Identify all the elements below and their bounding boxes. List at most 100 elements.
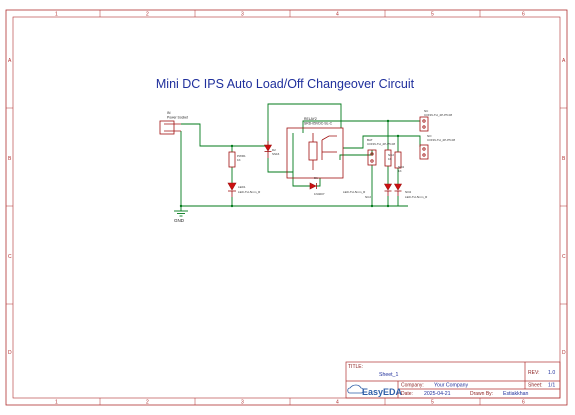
col-tick-4: 4	[336, 12, 339, 18]
relay-coil-icon	[308, 141, 318, 161]
wire-d2-bottom	[267, 158, 321, 187]
led1: LED1 LED-TH-5mm_R	[227, 182, 261, 197]
junction	[230, 144, 234, 148]
date-value: 2025-04-21	[424, 391, 451, 397]
pwr1-ref: PWR1	[237, 154, 246, 158]
col-tick-1: 1	[55, 12, 58, 18]
date-label: Date:	[401, 391, 413, 397]
row-ticks	[6, 107, 567, 305]
sheet-frame: 1 2 3 4 5 6 1 2 3 4 5 6 A B C D A B C D	[5, 9, 568, 406]
nc2-resistor-body	[384, 149, 392, 167]
power-socket-body	[159, 120, 175, 135]
row-tick-c: C	[8, 254, 12, 260]
led1-value: LED-TH-5mm_R	[238, 190, 261, 194]
nc2-resistor-ref: NC2	[388, 153, 394, 157]
no2-led-value: LED-TH-5mm_R	[405, 195, 428, 199]
col-tick-5: 5	[431, 12, 434, 18]
sheet-value: 1/1	[548, 383, 555, 389]
col-tick-6-bottom: 6	[522, 400, 525, 406]
nc2-resistor-value: 1K	[388, 157, 392, 161]
power-socket-ref: IN	[167, 111, 171, 115]
no-ref: NO	[427, 134, 432, 138]
col-tick-6: 6	[522, 12, 525, 18]
led1-ref: LED1	[238, 185, 246, 189]
pwr1-resistor: PWR1 1K	[228, 151, 246, 168]
junction	[396, 134, 400, 138]
relay-ref: RELAY2	[304, 117, 317, 121]
company-value: Your Company	[434, 383, 469, 389]
title-block: TITLE: Sheet_1 REV: 1.0 EasyEDA Company:…	[345, 361, 561, 399]
drawn-by-label: Drawn By:	[470, 391, 493, 397]
ground-symbol: GND	[174, 206, 188, 223]
title-value: Sheet_1	[379, 372, 398, 378]
junction	[386, 119, 390, 123]
row-tick-c-right: C	[562, 254, 566, 260]
relay-body	[286, 127, 344, 179]
row-tick-d-right: D	[562, 350, 566, 356]
nc2-led-value: LED-TH-5mm_R	[343, 190, 366, 194]
power-socket-name: Power Socket	[167, 116, 188, 120]
no-connector: NO CONN-TH_2P-P5.08	[419, 134, 455, 160]
row-tick-a: A	[8, 58, 12, 64]
col-tick-3: 3	[241, 12, 244, 18]
no-connector-body	[419, 144, 429, 160]
no2-led-icon	[393, 183, 403, 191]
d1-ref: D1	[314, 176, 318, 180]
row-tick-d: D	[8, 350, 12, 356]
bat-ref: BAT	[367, 138, 373, 142]
rev-value: 1.0	[548, 370, 555, 376]
relay-value: SRD-05VDC-SL-C	[304, 122, 333, 126]
wire-no-output	[343, 135, 421, 149]
wire-top-rail	[232, 103, 342, 147]
power-socket: IN Power Socket	[159, 111, 188, 135]
no2-led-ref: NO2	[405, 190, 412, 194]
sheet-label: Sheet:	[528, 383, 542, 389]
col-tick-5-bottom: 5	[431, 400, 434, 406]
nc2-resistor: NC2 1K	[384, 149, 394, 167]
row-tick-b: B	[8, 156, 12, 162]
title-label: TITLE:	[348, 364, 363, 370]
no2-resistor: NO2 1K	[394, 151, 405, 173]
no2-resistor-body	[394, 151, 402, 169]
junction	[386, 204, 390, 208]
junction	[230, 204, 234, 208]
wires	[180, 103, 421, 207]
d2-ref: D2	[272, 148, 276, 152]
col-tick-3-bottom: 3	[241, 400, 244, 406]
pwr1-resistor-body	[228, 151, 236, 168]
d1-diode: D1 1N4007	[309, 176, 325, 196]
drawn-by-value: Estiakkhan	[503, 391, 528, 397]
col-tick-2: 2	[146, 12, 149, 18]
nc-connector-body	[419, 116, 429, 132]
no2-resistor-value: 1K	[398, 169, 402, 173]
rev-label: REV:	[528, 370, 539, 376]
col-tick-2-bottom: 2	[146, 400, 149, 406]
relay-contact-icon	[321, 135, 337, 141]
junction	[370, 204, 374, 208]
col-tick-4-bottom: 4	[336, 400, 339, 406]
nc-connector: NC CONN-TH_2P-P5.08	[419, 109, 452, 132]
d2-diode-icon	[263, 144, 273, 152]
no-value: CONN-TH_2P-P5.08	[427, 138, 455, 142]
easyeda-logo-text: EasyEDA	[362, 387, 403, 397]
nc2-led-icon	[383, 183, 393, 191]
bat-connector-body	[367, 149, 377, 166]
relay: RELAY2 SRD-05VDC-SL-C	[286, 117, 344, 179]
d1-diode-icon	[309, 182, 317, 190]
nc-value: CONN-TH_2P-P5.08	[424, 113, 452, 117]
no2-resistor-ref: NO2	[398, 165, 405, 169]
nc-ref: NC	[424, 109, 429, 113]
ground-label: GND	[174, 218, 185, 223]
inner-border	[12, 16, 561, 399]
bat-value: CONN-TH_2P-P5.08	[367, 142, 395, 146]
no2-led: NO2 LED-TH-5mm_R	[393, 183, 428, 199]
wire-relay-com	[302, 120, 343, 133]
d2-value: SS16	[272, 152, 280, 156]
d2-diode: D2 SS16	[263, 141, 280, 158]
bat-connector: BAT CONN-TH_2P-P5.08	[367, 138, 395, 166]
row-tick-a-right: A	[562, 58, 566, 64]
nc2-led: LED-TH-5mm_R NC2	[343, 183, 393, 199]
d1-value: 1N4007	[314, 192, 325, 196]
diagram-title: Mini DC IPS Auto Load/Off Changeover Cir…	[156, 77, 415, 91]
